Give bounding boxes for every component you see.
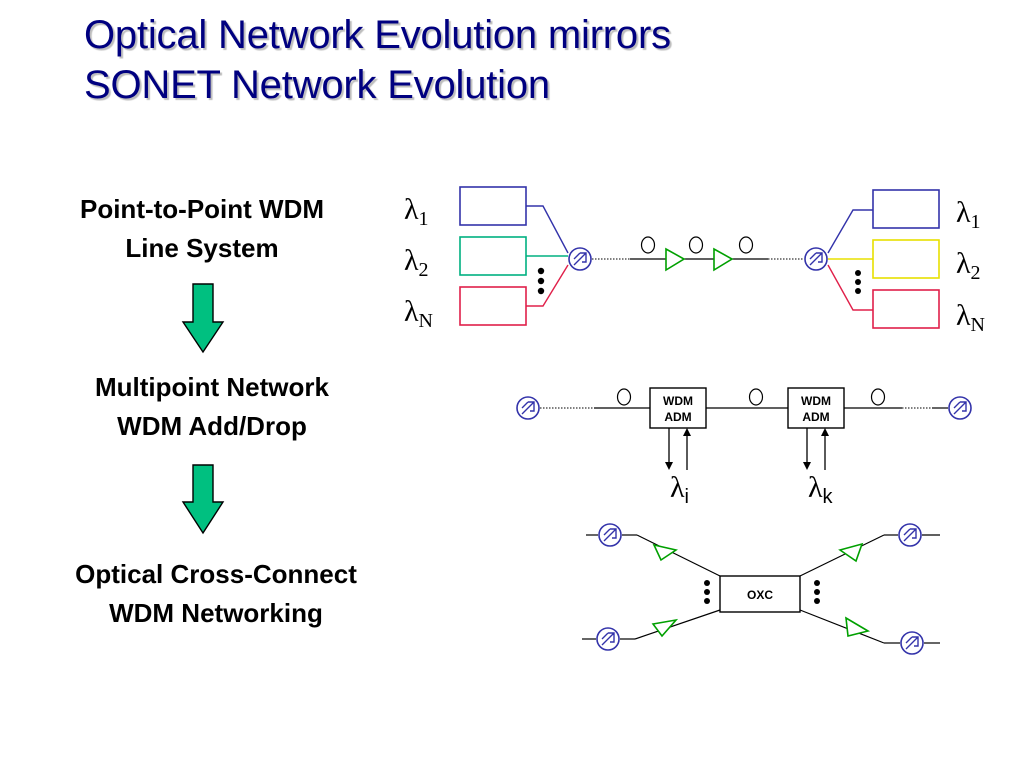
lambda-label-left-1: λ1 xyxy=(404,193,429,230)
fiber-spool-icon xyxy=(688,236,704,254)
lambda-label-right-2: λ2 xyxy=(956,247,981,284)
transponder-box-left-1 xyxy=(459,186,527,226)
stage-label-line1: Point-to-Point WDM xyxy=(79,194,325,224)
ellipsis-dots xyxy=(704,580,710,604)
transponder-box-left-n xyxy=(459,286,527,326)
stage-label-line2: WDM Add/Drop xyxy=(117,411,307,441)
lambda-label-left-n: λN xyxy=(404,295,433,332)
stage-multipoint: Multipoint Network WDM Add/Drop xyxy=(22,368,402,446)
wdm-mux-icon xyxy=(596,627,620,651)
ellipsis-dots xyxy=(855,270,861,294)
transponder-box-right-n xyxy=(872,289,940,329)
wdm-demux-icon xyxy=(804,247,828,271)
lambda-label-drop-k: λk xyxy=(808,471,834,508)
ellipsis-dots xyxy=(814,580,820,604)
wdm-demux-icon xyxy=(900,631,924,655)
wdm-adm-box-2 xyxy=(787,387,845,429)
stage-point-to-point: Point-to-Point WDM Line System xyxy=(12,190,392,268)
amplifier-icon xyxy=(651,618,679,638)
stage-label-line1: Optical Cross-Connect xyxy=(75,559,357,589)
wdm-demux-icon xyxy=(898,523,922,547)
fiber-spool-icon xyxy=(870,388,886,406)
adm-box-1-line1: WDM xyxy=(663,394,693,408)
adm-box-2-line1: WDM xyxy=(801,394,831,408)
transponder-box-right-2 xyxy=(872,239,940,279)
fiber-spool-icon xyxy=(748,388,764,406)
adm-box-2-line2: ADM xyxy=(802,410,829,424)
down-arrow-2 xyxy=(181,464,225,535)
amplifier-icon xyxy=(845,616,871,637)
transponder-box-left-2 xyxy=(459,236,527,276)
stage-label-line2: WDM Networking xyxy=(109,598,323,628)
slide-title-line2: SONET Network Evolution xyxy=(84,63,550,107)
amplifier-icon xyxy=(838,542,864,563)
amplifier-icon xyxy=(652,543,678,562)
oxc-label: OXC xyxy=(747,588,773,602)
fiber-spool-icon xyxy=(640,236,656,254)
down-arrow-1 xyxy=(181,283,225,354)
wdm-demux-icon xyxy=(948,396,972,420)
ellipsis-dots xyxy=(537,267,545,295)
stage-label-line1: Multipoint Network xyxy=(95,372,329,402)
transponder-box-right-1 xyxy=(872,189,940,229)
amplifier-icon xyxy=(665,247,686,272)
stage-cross-connect: Optical Cross-Connect WDM Networking xyxy=(26,555,406,633)
oxc-box xyxy=(719,575,801,613)
lambda-label-right-n: λN xyxy=(956,299,985,336)
wdm-mux-icon xyxy=(598,523,622,547)
cross-connect-system: OXC xyxy=(582,523,940,655)
adm-box-1-line2: ADM xyxy=(664,410,691,424)
slide-title-line1: Optical Network Evolution mirrors xyxy=(84,13,671,57)
wdm-mux-icon xyxy=(568,247,592,271)
wdm-adm-box-1 xyxy=(649,387,707,429)
fiber-spool-icon xyxy=(738,236,754,254)
lambda-label-left-2: λ2 xyxy=(404,244,429,281)
wdm-mux-icon xyxy=(516,396,540,420)
lambda-label-right-1: λ1 xyxy=(956,196,981,233)
slide-title: Optical Network Evolution mirrors SONET … xyxy=(84,10,984,110)
amplifier-icon xyxy=(713,247,734,272)
fiber-spool-icon xyxy=(616,388,632,406)
stage-label-line2: Line System xyxy=(125,233,279,263)
lambda-label-drop-i: λi xyxy=(670,471,689,508)
add-drop-system: WDM ADM WDM ADM λi λk xyxy=(516,387,972,508)
point-to-point-system: λ1 λ2 λN λ1 λ2 λN xyxy=(404,186,985,336)
